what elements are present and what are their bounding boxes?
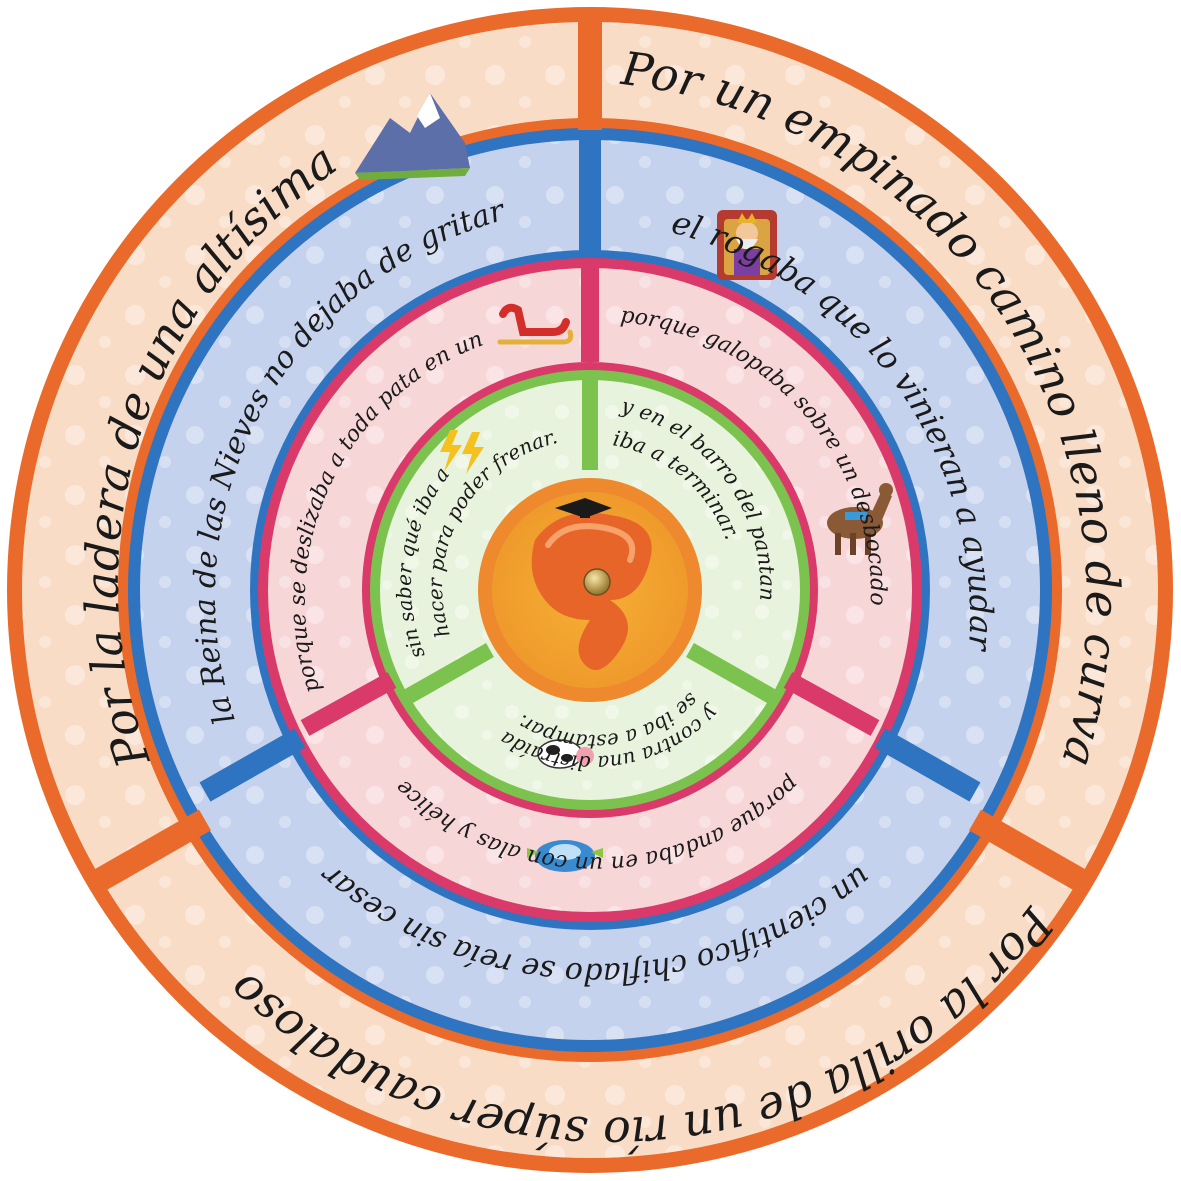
outer-divider-left <box>94 809 211 891</box>
second-divider-left <box>199 728 306 802</box>
third-divider-right <box>783 672 880 736</box>
second-divider-right <box>874 728 981 802</box>
mountain-icon <box>355 93 470 180</box>
flying-car-icon <box>527 840 603 872</box>
outer-divider-right <box>969 809 1086 891</box>
center-hub[interactable] <box>478 478 702 702</box>
third-divider-left <box>300 672 397 736</box>
horse-icon <box>827 483 893 555</box>
spinner-pin-icon[interactable] <box>583 568 611 596</box>
lightning-icon <box>440 430 484 474</box>
throne-king-icon <box>717 210 777 280</box>
sector-dividers <box>94 8 1086 891</box>
inner-divider-left <box>398 643 494 707</box>
sleigh-icon <box>497 303 574 345</box>
inner-divider-right <box>686 643 782 707</box>
cow-icon <box>537 739 594 769</box>
